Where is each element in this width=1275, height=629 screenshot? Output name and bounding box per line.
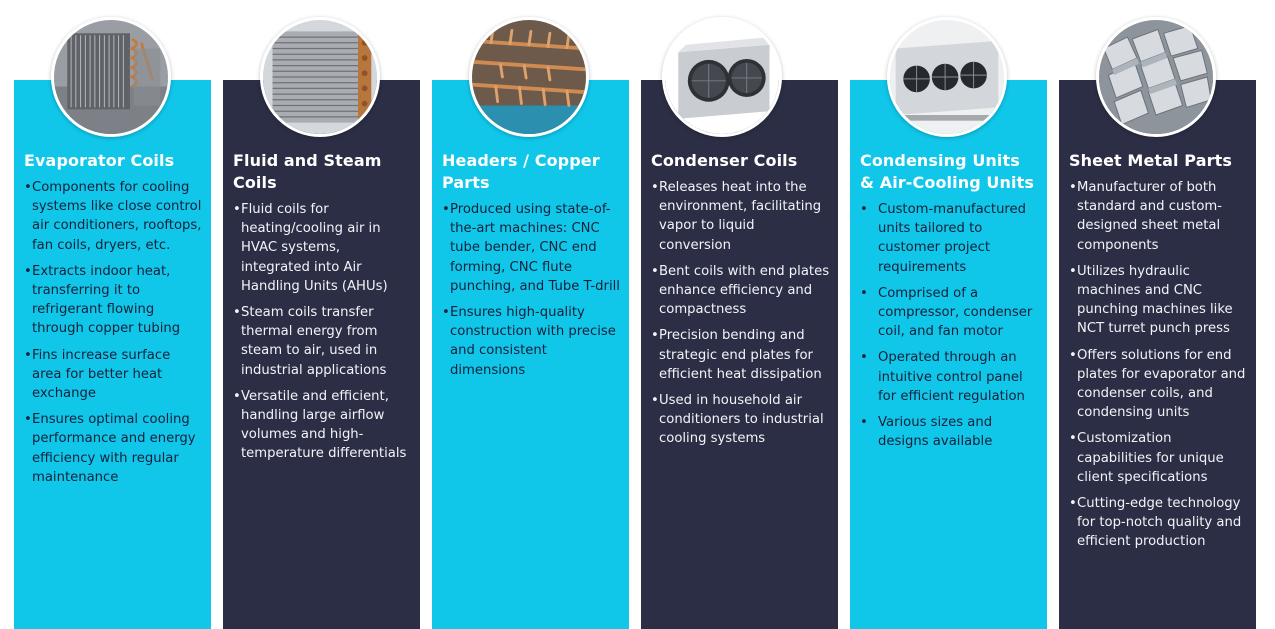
list-item: •Ensures optimal cooling performance and… (24, 412, 196, 485)
card-title: Condensing Units & Air-Cooling Units (860, 151, 1034, 192)
bullet-list: •Manufacturer of both standard and custo… (1069, 178, 1248, 552)
card-title: Condenser Coils (651, 151, 798, 170)
list-item: •Custom-manufactured units tailored to c… (860, 202, 1027, 275)
list-item: •Various sizes and designs available (860, 415, 993, 450)
bullet-list: •Custom-manufactured units tailored to c… (860, 200, 1039, 451)
card-condensing-units: Condensing Units & Air-Cooling Units •Cu… (850, 80, 1047, 629)
list-item: •Extracts indoor heat, transferring it t… (24, 263, 181, 337)
condensing-unit-photo-icon (887, 17, 1007, 137)
fluid-coil-photo-icon (260, 17, 380, 137)
sheet-metal-photo-icon (1096, 17, 1216, 137)
list-item: •Customization capabilities for unique c… (1069, 431, 1224, 485)
card-evaporator-coils: Evaporator Coils •Components for cooling… (14, 80, 211, 629)
bullet-list: •Releases heat into the environment, fac… (651, 178, 830, 449)
list-item: •Utilizes hydraulic machines and CNC pun… (1069, 263, 1233, 337)
evaporator-coil-photo-icon (51, 17, 171, 137)
list-item: •Operated through an intuitive control p… (860, 350, 1025, 404)
list-item: •Fluid coils for heating/cooling air in … (233, 202, 388, 294)
list-item: •Manufacturer of both standard and custo… (1069, 180, 1223, 253)
copper-headers-photo-icon (469, 17, 589, 137)
condenser-coil-photo-icon (662, 17, 782, 137)
list-item: •Ensures high-quality construction with … (442, 305, 616, 378)
card-fluid-steam-coils: Fluid and Steam Coils •Fluid coils for h… (223, 80, 420, 629)
list-item: •Used in household air conditioners to i… (651, 393, 824, 447)
list-item: •Releases heat into the environment, fac… (651, 180, 822, 253)
bullet-list: •Fluid coils for heating/cooling air in … (233, 200, 412, 464)
bullet-list: •Produced using state-of-the-art machine… (442, 200, 621, 380)
list-item: •Components for cooling systems like clo… (24, 180, 202, 253)
list-item: •Precision bending and strategic end pla… (651, 328, 822, 382)
card-title: Evaporator Coils (24, 151, 175, 170)
card-title: Fluid and Steam Coils (233, 151, 382, 192)
list-item: •Bent coils with end plates enhance effi… (651, 263, 830, 318)
list-item: •Comprised of a compressor, condenser co… (860, 285, 1033, 340)
list-item: •Steam coils transfer thermal energy fro… (233, 305, 387, 378)
list-item: •Produced using state-of-the-art machine… (442, 202, 620, 294)
card-title: Sheet Metal Parts (1069, 151, 1232, 170)
card-headers-copper-parts: Headers / Copper Parts •Produced using s… (432, 80, 629, 629)
card-title: Headers / Copper Parts (442, 151, 600, 192)
list-item: •Versatile and efficient, handling large… (233, 388, 407, 462)
list-item: •Offers solutions for end plates for eva… (1069, 347, 1246, 421)
card-sheet-metal-parts: Sheet Metal Parts •Manufacturer of both … (1059, 80, 1256, 629)
bullet-list: •Components for cooling systems like clo… (24, 178, 203, 487)
list-item: •Fins increase surface area for better h… (24, 347, 171, 402)
list-item: •Cutting-edge technology for top-notch q… (1069, 496, 1242, 550)
card-condenser-coils: Condenser Coils •Releases heat into the … (641, 80, 838, 629)
